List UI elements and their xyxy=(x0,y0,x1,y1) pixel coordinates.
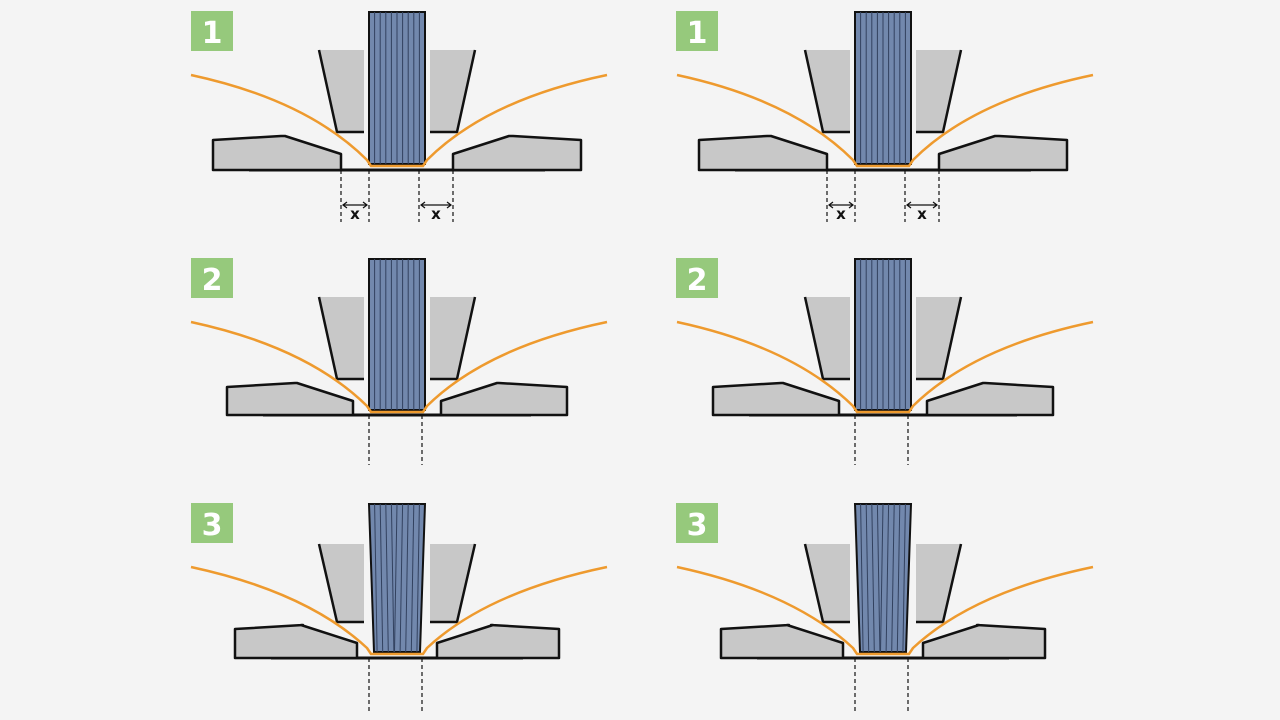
step-badge xyxy=(191,258,233,298)
tool-right-fill xyxy=(430,544,475,622)
wire-strand xyxy=(876,503,881,653)
tool-right-edge xyxy=(916,49,963,134)
left-anvil xyxy=(233,623,359,660)
arrow-head xyxy=(362,201,368,209)
sheet-curve xyxy=(676,320,1094,414)
step-number: 2 xyxy=(687,263,708,298)
wire-strand xyxy=(410,503,415,653)
right-anvil xyxy=(435,623,561,660)
dimension-label: x xyxy=(836,205,846,223)
wire-strand xyxy=(860,503,864,653)
step-number: 1 xyxy=(202,16,223,51)
sheet-curve xyxy=(190,565,608,656)
step-number: 3 xyxy=(687,508,708,543)
tool-left-fill xyxy=(319,50,364,132)
wire-strand xyxy=(880,503,884,653)
left-anvil xyxy=(719,623,845,660)
arrow-head xyxy=(342,201,348,209)
dimension-label: x xyxy=(350,205,360,223)
tool-right-edge xyxy=(916,296,963,381)
arrow-head xyxy=(446,201,452,209)
tool-left-fill xyxy=(805,544,850,622)
tool-right-fill xyxy=(430,50,475,132)
panel-1: 1 x x xyxy=(190,11,608,223)
wire-strand xyxy=(379,503,384,653)
step-badge xyxy=(676,11,718,51)
tool-right-fill xyxy=(916,297,961,379)
step-badge xyxy=(191,11,233,51)
tool-left-fill xyxy=(805,50,850,132)
step-number: 3 xyxy=(202,508,223,543)
tool-right-edge xyxy=(430,296,477,381)
left-anvil xyxy=(225,381,355,417)
wire-bundle xyxy=(853,503,913,653)
panel-4: 2 xyxy=(676,258,1094,465)
panel-2: 1 x x xyxy=(676,11,1094,223)
step-badge xyxy=(191,503,233,543)
tool-left-edge xyxy=(803,543,850,624)
wire-strand xyxy=(405,503,409,653)
left-anvil xyxy=(697,134,829,172)
sheet-curve xyxy=(676,73,1094,168)
wire-strand xyxy=(416,503,420,653)
right-anvil xyxy=(921,623,1047,660)
tool-left-edge xyxy=(803,296,850,381)
arrow-head xyxy=(828,201,834,209)
arrow-head xyxy=(848,201,854,209)
step-number: 2 xyxy=(202,263,223,298)
step-number: 1 xyxy=(687,16,708,51)
tool-left-edge xyxy=(317,543,364,624)
wire-strand xyxy=(399,503,404,653)
tool-right-fill xyxy=(916,544,961,622)
tool-right-fill xyxy=(916,50,961,132)
tool-left-edge xyxy=(317,296,364,381)
left-anvil xyxy=(711,381,841,417)
right-anvil xyxy=(925,381,1055,417)
tool-left-fill xyxy=(319,544,364,622)
panel-6: 3 xyxy=(676,503,1094,712)
sheet-curve xyxy=(190,73,608,168)
tool-left-fill xyxy=(805,297,850,379)
wire-strand xyxy=(885,503,890,653)
wire-strand xyxy=(902,503,906,653)
wire-strand xyxy=(390,503,395,653)
step-badge xyxy=(676,258,718,298)
tool-left-edge xyxy=(803,49,850,134)
arrow-head xyxy=(420,201,426,209)
tool-right-edge xyxy=(430,543,477,624)
right-anvil xyxy=(937,134,1069,172)
sheet-curve xyxy=(676,565,1094,656)
tool-right-edge xyxy=(916,543,963,624)
step-badge xyxy=(676,503,718,543)
panel-3: 2 xyxy=(190,258,608,465)
right-anvil xyxy=(451,134,583,172)
panel-5: 3 xyxy=(190,503,608,712)
arrow-head xyxy=(906,201,912,209)
wire-strand xyxy=(865,503,870,653)
right-anvil xyxy=(439,381,569,417)
wire-strand xyxy=(385,503,389,653)
dimension-label: x xyxy=(917,205,927,223)
left-anvil xyxy=(211,134,343,172)
wire-strand xyxy=(871,503,875,653)
wire-strand xyxy=(394,503,398,653)
sheet-curve xyxy=(190,320,608,414)
arrow-head xyxy=(932,201,938,209)
wire-strand xyxy=(374,503,378,653)
tool-left-edge xyxy=(317,49,364,134)
tool-left-fill xyxy=(319,297,364,379)
wire-strand xyxy=(896,503,901,653)
wire-bundle xyxy=(367,503,427,653)
wire-strand xyxy=(891,503,895,653)
dimension-label: x xyxy=(431,205,441,223)
tool-right-edge xyxy=(430,49,477,134)
tool-right-fill xyxy=(430,297,475,379)
